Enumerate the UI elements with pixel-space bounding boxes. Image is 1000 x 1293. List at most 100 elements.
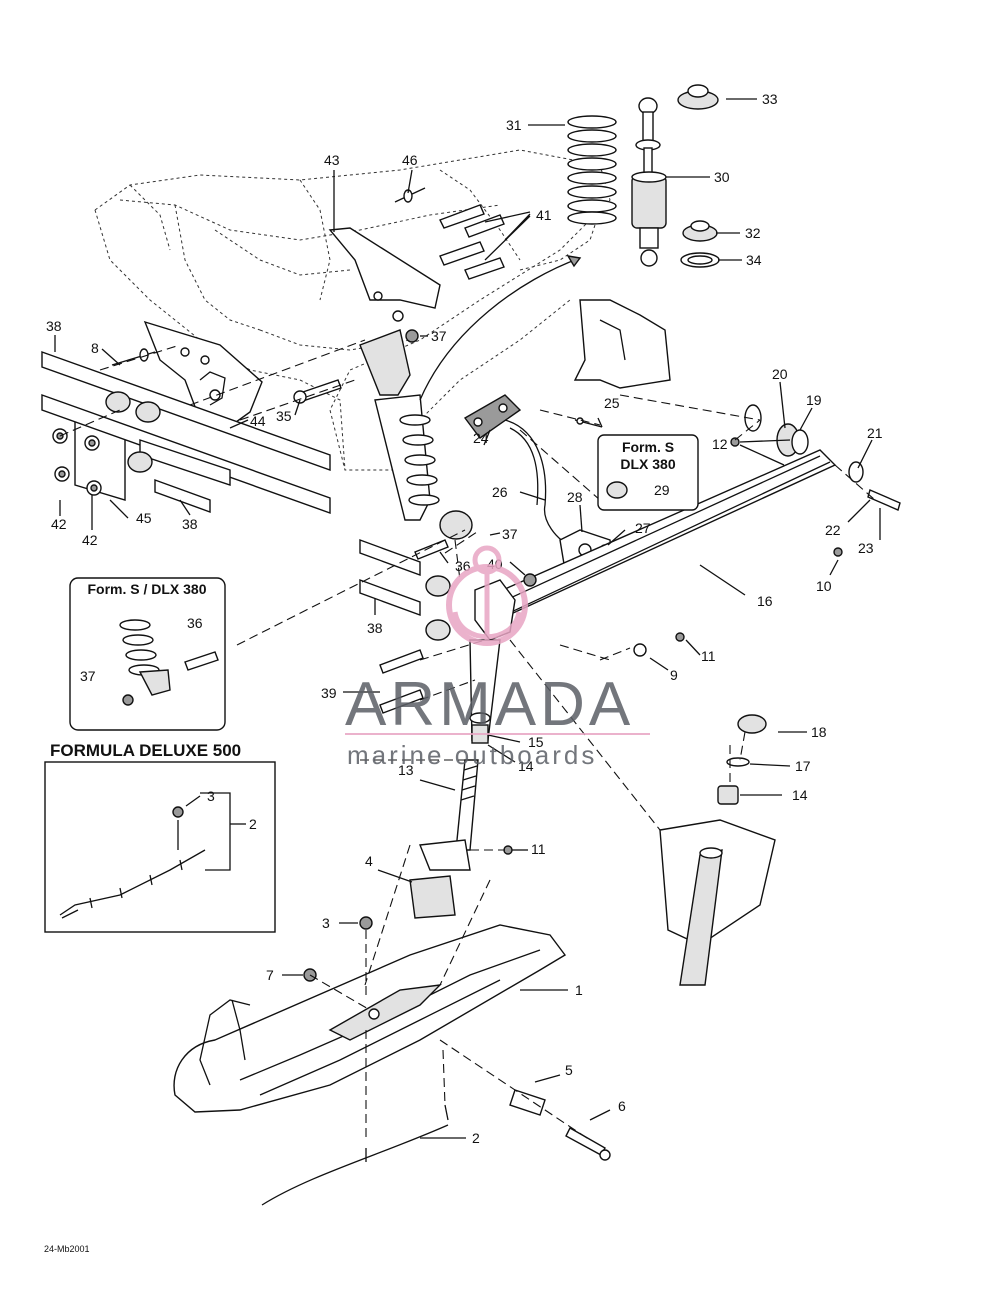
screw-9 [633,643,647,657]
box-title-line2: DLX 380 [620,456,675,472]
callout-32: 32 [745,225,761,241]
callout-24: 24 [473,430,489,446]
callout-4: 4 [365,853,373,869]
pin-5-bolt-6 [509,1089,611,1161]
callout-5: 5 [565,1062,573,1078]
callout-16: 16 [757,593,773,609]
callout-17: 17 [795,758,811,774]
nuts-3-7 [303,916,373,982]
bolt-35 [293,379,342,404]
leader-lines [54,98,881,1139]
axles-38 [41,351,421,617]
watermark-brand: ARMADA [345,670,634,739]
callout-34: 34 [746,252,762,268]
shock-lower-bracket [359,329,440,521]
callout-29: 29 [654,482,670,498]
callout-14-right: 14 [792,787,808,803]
shock-absorber-30 [631,97,667,267]
spring-31 [567,115,617,225]
box-form-s-dlx380-large: Form. S / DLX 380 [69,577,226,731]
callout-13: 13 [398,762,414,778]
callout-43: 43 [324,152,340,168]
washer-20-spacer-19 [744,404,809,457]
callout-37-inset: 37 [80,668,96,684]
callout-37-mid: 37 [502,526,518,542]
chassis-frame [94,149,611,471]
callout-26: 26 [492,484,508,500]
box-title: Form. S / DLX 380 [87,581,206,597]
bolts-41 [439,204,505,280]
pivot-bracket-right [573,299,671,389]
cap-18-ring-17-bushing-14 [717,714,767,805]
reference-code: 24-Mb2001 [44,1244,90,1254]
callout-39: 39 [321,685,337,701]
callout-8: 8 [91,340,99,356]
callout-2: 2 [472,1130,480,1146]
bushings-left [105,391,451,641]
callout-3: 3 [322,915,330,931]
callout-37-top: 37 [431,328,447,344]
callout-42-right: 42 [82,532,98,548]
callout-41: 41 [536,207,552,223]
wear-bar-2 [261,1104,449,1206]
callout-44: 44 [250,413,266,429]
bracket-24 [463,394,522,439]
callout-25: 25 [604,395,620,411]
callout-18: 18 [811,724,827,740]
callout-9: 9 [670,667,678,683]
callout-22: 22 [825,522,841,538]
callout-38-mid: 38 [182,516,198,532]
callout-1: 1 [575,982,583,998]
cap-29 [606,481,628,499]
box-title-line1: Form. S [622,439,674,455]
callout-23: 23 [858,540,874,556]
callout-12: 12 [712,436,728,452]
callout-20: 20 [772,366,788,382]
callout-19: 19 [806,392,822,408]
callout-14: 14 [518,758,534,774]
washer-21-bolt-23 [848,461,901,511]
armada-logo-mark [446,545,528,646]
callout-3-inset: 3 [207,788,215,804]
callout-31: 31 [506,117,522,133]
callout-11: 11 [701,648,716,664]
box-formula-deluxe-500: FORMULA DELUXE 500 [44,741,276,933]
callout-38-bottom: 38 [367,620,383,636]
ski-1 [173,924,567,1113]
callout-46: 46 [402,152,418,168]
washer-34 [680,252,720,268]
rivet-8 [111,348,156,366]
callout-35: 35 [276,408,292,424]
callout-2-inset: 2 [249,816,257,832]
callout-45: 45 [136,510,152,526]
support-bracket-43 [328,227,441,322]
rivet-46 [394,187,426,203]
shock-cup-33 [677,84,719,110]
shock-cup-32 [682,220,718,242]
callout-42-left: 42 [51,516,67,532]
part-callouts: 1 2 2 3 3 4 5 6 7 8 9 10 11 11 12 13 14 … [46,91,883,1146]
callout-33: 33 [762,91,778,107]
nut-37-top [405,329,419,343]
disc-shock-mount [439,510,473,540]
ski-leg-right [659,819,776,986]
watermark-tagline: marine outboards [347,740,597,770]
box-title: FORMULA DELUXE 500 [50,741,241,760]
callout-15: 15 [528,734,544,750]
callout-21: 21 [867,425,883,441]
armada-watermark: ARMADA marine outboards [345,545,650,770]
rod-26 [504,419,576,549]
box-form-s-dlx380-small: Form. S DLX 380 [597,434,699,511]
callout-28: 28 [567,489,583,505]
callout-7: 7 [266,967,274,983]
callout-30: 30 [714,169,730,185]
callout-6: 6 [618,1098,626,1114]
bolts-36-39 [379,539,449,714]
callout-10: 10 [816,578,832,594]
callout-38-top: 38 [46,318,62,334]
callout-36-inset: 36 [187,615,203,631]
arrow-shock-location [419,255,582,401]
callout-27: 27 [635,520,651,536]
callout-11-lower: 11 [531,841,546,857]
